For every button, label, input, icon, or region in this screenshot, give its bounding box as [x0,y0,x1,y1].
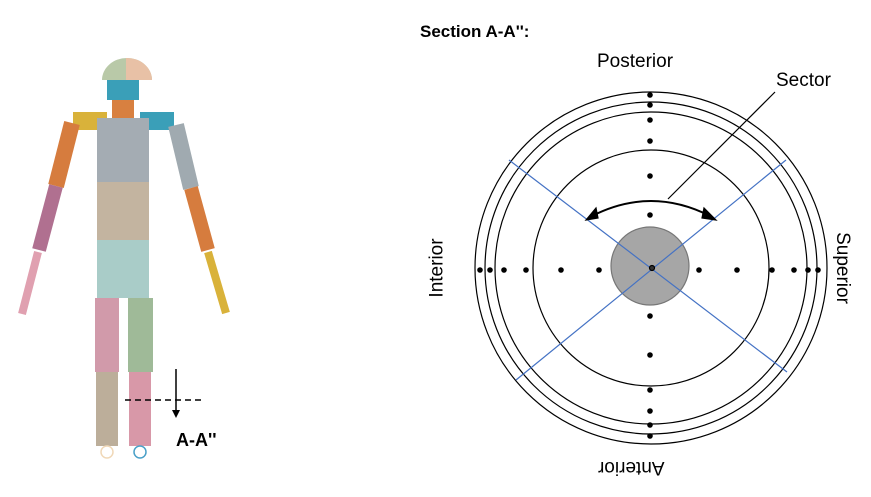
measurement-point [647,387,653,393]
label-anterior: Anterior [598,457,665,478]
sector-leader-line [667,91,776,200]
measurement-point [596,267,602,273]
left-upper-arm [48,121,80,188]
section-title: Section A-A'': [420,22,530,41]
measurement-point [647,92,653,98]
chest [97,118,149,182]
right-thigh [128,298,153,372]
ring-inner [532,149,770,387]
sector-arc [591,200,711,217]
right-shin [129,372,151,446]
right-foot [133,445,147,459]
measurement-point [477,267,483,273]
measurement-point [647,102,653,108]
left-forearm [32,184,63,252]
measurement-point [815,267,821,273]
measurement-point [647,173,653,179]
pelvis [97,240,149,298]
sector-divider-1 [508,159,788,373]
neck [112,100,134,118]
left-shin [96,372,118,446]
right-upper-arm [168,123,199,190]
measurement-point [558,267,564,273]
ring-outer [474,91,828,445]
measurement-point [805,267,811,273]
measurement-point [487,267,493,273]
measurement-point [696,267,702,273]
measurement-point [647,212,653,218]
measurement-point [647,117,653,123]
label-superior: Superior [831,232,853,304]
left-foot [100,445,114,459]
neck-upper [107,80,139,100]
measurement-point [647,408,653,414]
measurement-point [647,313,653,319]
measurement-point [501,267,507,273]
left-thigh [95,298,119,372]
measurement-point [523,267,529,273]
right-forearm [184,186,215,252]
measurement-point [769,267,775,273]
cut-indicator [125,369,205,418]
center-point [648,264,656,272]
measurement-point [647,352,653,358]
measurement-point [647,433,653,439]
right-hand [204,250,230,315]
measurement-point [647,422,653,428]
measurement-point [734,267,740,273]
measurement-point [791,267,797,273]
cut-label: A-A'' [176,430,217,450]
label-sector: Sector [776,70,831,91]
left-hand [18,251,42,315]
measurement-points [477,92,821,439]
human-model-figure [18,57,230,459]
abdomen [97,182,149,240]
label-interior: Interior [426,238,448,298]
measurement-point [647,138,653,144]
label-posterior: Posterior [597,51,674,72]
